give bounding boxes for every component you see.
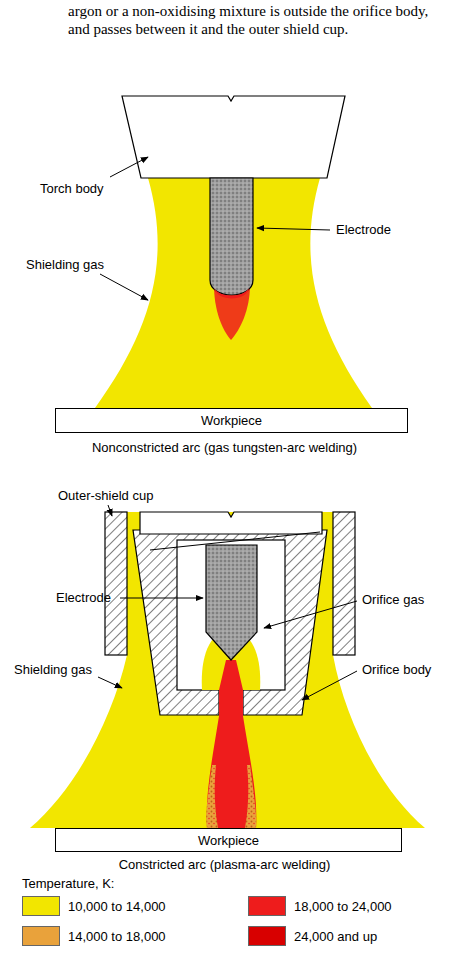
part-label: Orifice body [362, 662, 431, 678]
leader-line [264, 601, 357, 628]
legend-entry: 24,000 and up [248, 926, 377, 946]
plasma-edge [206, 765, 256, 828]
legend-swatch [22, 926, 60, 946]
electrode-tip-glow [214, 288, 249, 299]
legend-swatch [22, 896, 60, 916]
figure-caption: Constricted arc (plasma-arc welding) [0, 857, 449, 873]
legend-entry: 18,000 to 24,000 [248, 896, 392, 916]
legend-entry: 10,000 to 14,000 [22, 896, 166, 916]
plasma-arc [207, 660, 257, 828]
legend-text: 10,000 to 14,000 [68, 899, 166, 914]
part-label: Workpiece [201, 413, 262, 428]
leader-line [110, 157, 148, 177]
leader-line [98, 677, 122, 688]
part-label: Orifice gas [362, 592, 424, 608]
legend-swatch [248, 896, 286, 916]
part-label: Workpiece [198, 833, 259, 848]
part-label: Outer-shield cup [58, 488, 153, 504]
part-label: Electrode [56, 590, 111, 606]
part-label: Shielding gas [26, 257, 104, 273]
leader-line [120, 598, 203, 599]
leader-line [108, 505, 112, 516]
legend-heading: Temperature, K: [22, 876, 115, 892]
leader-line [302, 671, 357, 700]
leader-line [100, 274, 148, 300]
workpiece-box: Workpiece [55, 408, 408, 433]
legend-entry: 14,000 to 18,000 [22, 926, 166, 946]
intro-text: argon or a non-oxidising mixture is outs… [68, 2, 446, 38]
figure-caption: Nonconstricted arc (gas tungsten-arc wel… [0, 440, 449, 456]
electrode [206, 545, 257, 660]
legend-swatch [248, 926, 286, 946]
torch-top [140, 512, 322, 534]
outer-shield-cup [333, 512, 355, 655]
legend-text: 24,000 and up [294, 929, 377, 944]
shielding-gas [95, 178, 372, 408]
leader-line [257, 228, 330, 230]
workpiece-box: Workpiece [55, 828, 402, 852]
part-label: Shielding gas [14, 662, 92, 678]
outer-shield-cup [105, 512, 127, 655]
torch-body [122, 96, 345, 178]
legend-text: 14,000 to 18,000 [68, 929, 166, 944]
legend-text: 18,000 to 24,000 [294, 899, 392, 914]
part-label: Electrode [336, 222, 391, 238]
electrode [210, 178, 253, 295]
part-label: Torch body [40, 181, 104, 197]
